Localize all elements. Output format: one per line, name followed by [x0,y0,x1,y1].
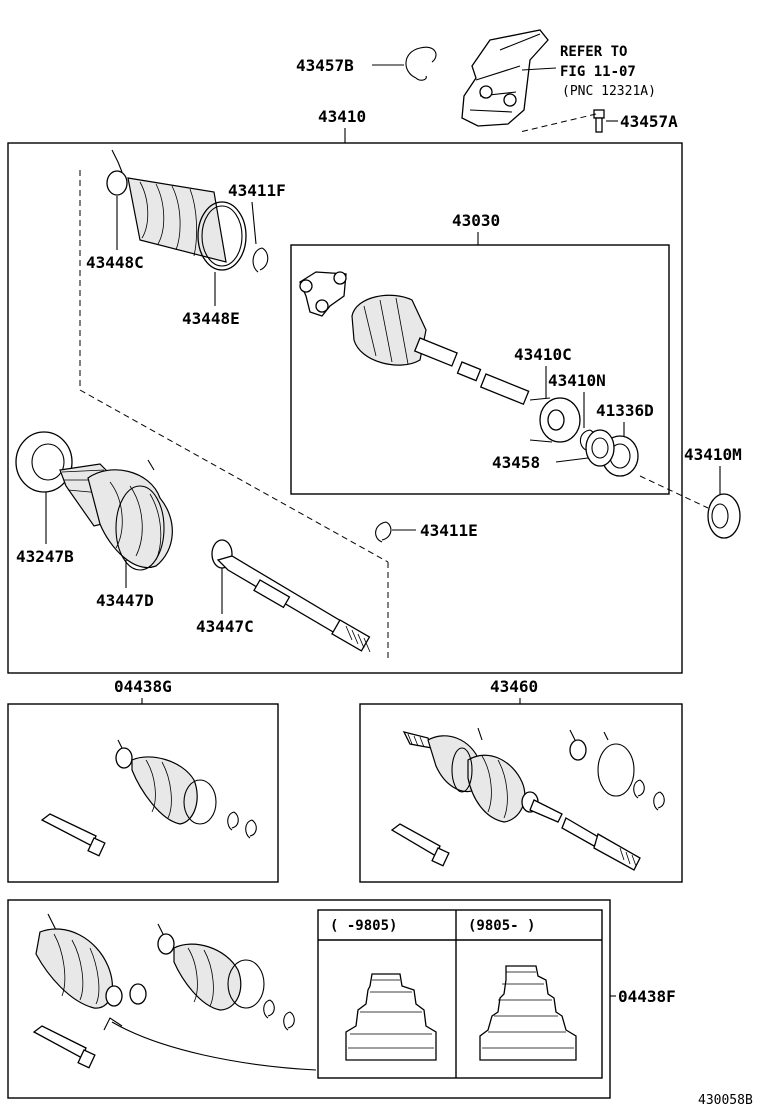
assembly-box-43410 [7,142,683,674]
label-43410n: 43410N [548,371,606,390]
dashed-bracket-bolt [519,113,597,133]
bearing-bracket [461,29,549,127]
label-43447d: 43447D [96,591,154,610]
dashed-guide-seal [639,475,709,509]
label-43410c: 43410C [514,345,572,364]
dashed-guide-diagonal [79,389,389,563]
label-43410m: 43410M [684,445,742,464]
period-comparison-box [317,909,603,1079]
refer-text-line2: FIG 11-07 [560,64,636,80]
snap-ring-43411f [252,247,269,273]
label-41336d: 41336D [596,401,654,420]
boot-kit-04438g [40,739,257,857]
drive-shaft [216,555,371,653]
kit-box-43460 [359,703,683,883]
refer-text-line1: REFER TO [560,44,627,60]
leader-refer [521,67,557,71]
boot-old-type [345,973,437,1061]
tripod-joint [299,271,347,317]
label-43457b: 43457B [296,56,354,75]
label-43411e: 43411E [420,521,478,540]
label-43460: 43460 [490,677,538,696]
label-43410: 43410 [318,107,366,126]
boot-clamp-43448e [197,201,247,271]
label-43458: 43458 [492,453,540,472]
bearing-43410c [529,397,581,443]
boot-kit-04438f [32,913,317,1071]
dust-cover-43458 [585,429,615,467]
intermediate-shaft [456,361,530,406]
label-43411f: 43411F [228,181,286,200]
assembly-box-43030 [290,244,670,495]
label-43457a: 43457A [620,112,678,131]
label-43448e: 43448E [182,309,240,328]
dust-deflector-43247b [15,431,73,493]
label-43447c: 43447C [196,617,254,636]
leader-43411f [251,201,257,245]
leader-43458 [555,457,589,463]
label-04438f: 04438F [618,987,676,1006]
label-43030: 43030 [452,211,500,230]
refer-text-line3: (PNC 12321A) [562,84,656,99]
boot-43447d [87,469,173,571]
boot-new-type [479,965,577,1061]
bolt-43457a [593,109,605,133]
figure-id: 430058B [698,1093,753,1108]
kit-box-04438g [7,703,279,883]
period-label-right: (9805- ) [468,918,535,934]
kit-box-04438f [7,899,611,1099]
inboard-joint-housing [351,294,458,367]
label-43247b: 43247B [16,547,74,566]
snap-ring-43411e [375,521,392,543]
period-label-left: ( -9805) [330,918,397,934]
boot-clamp-43448c [106,149,128,196]
oil-seal-43410m [707,493,741,539]
snap-ring-43457b [405,46,437,81]
outboard-joint-kit-43460 [390,727,665,871]
label-43448c: 43448C [86,253,144,272]
label-04438g: 04438G [114,677,172,696]
outboard-boot [127,177,227,263]
